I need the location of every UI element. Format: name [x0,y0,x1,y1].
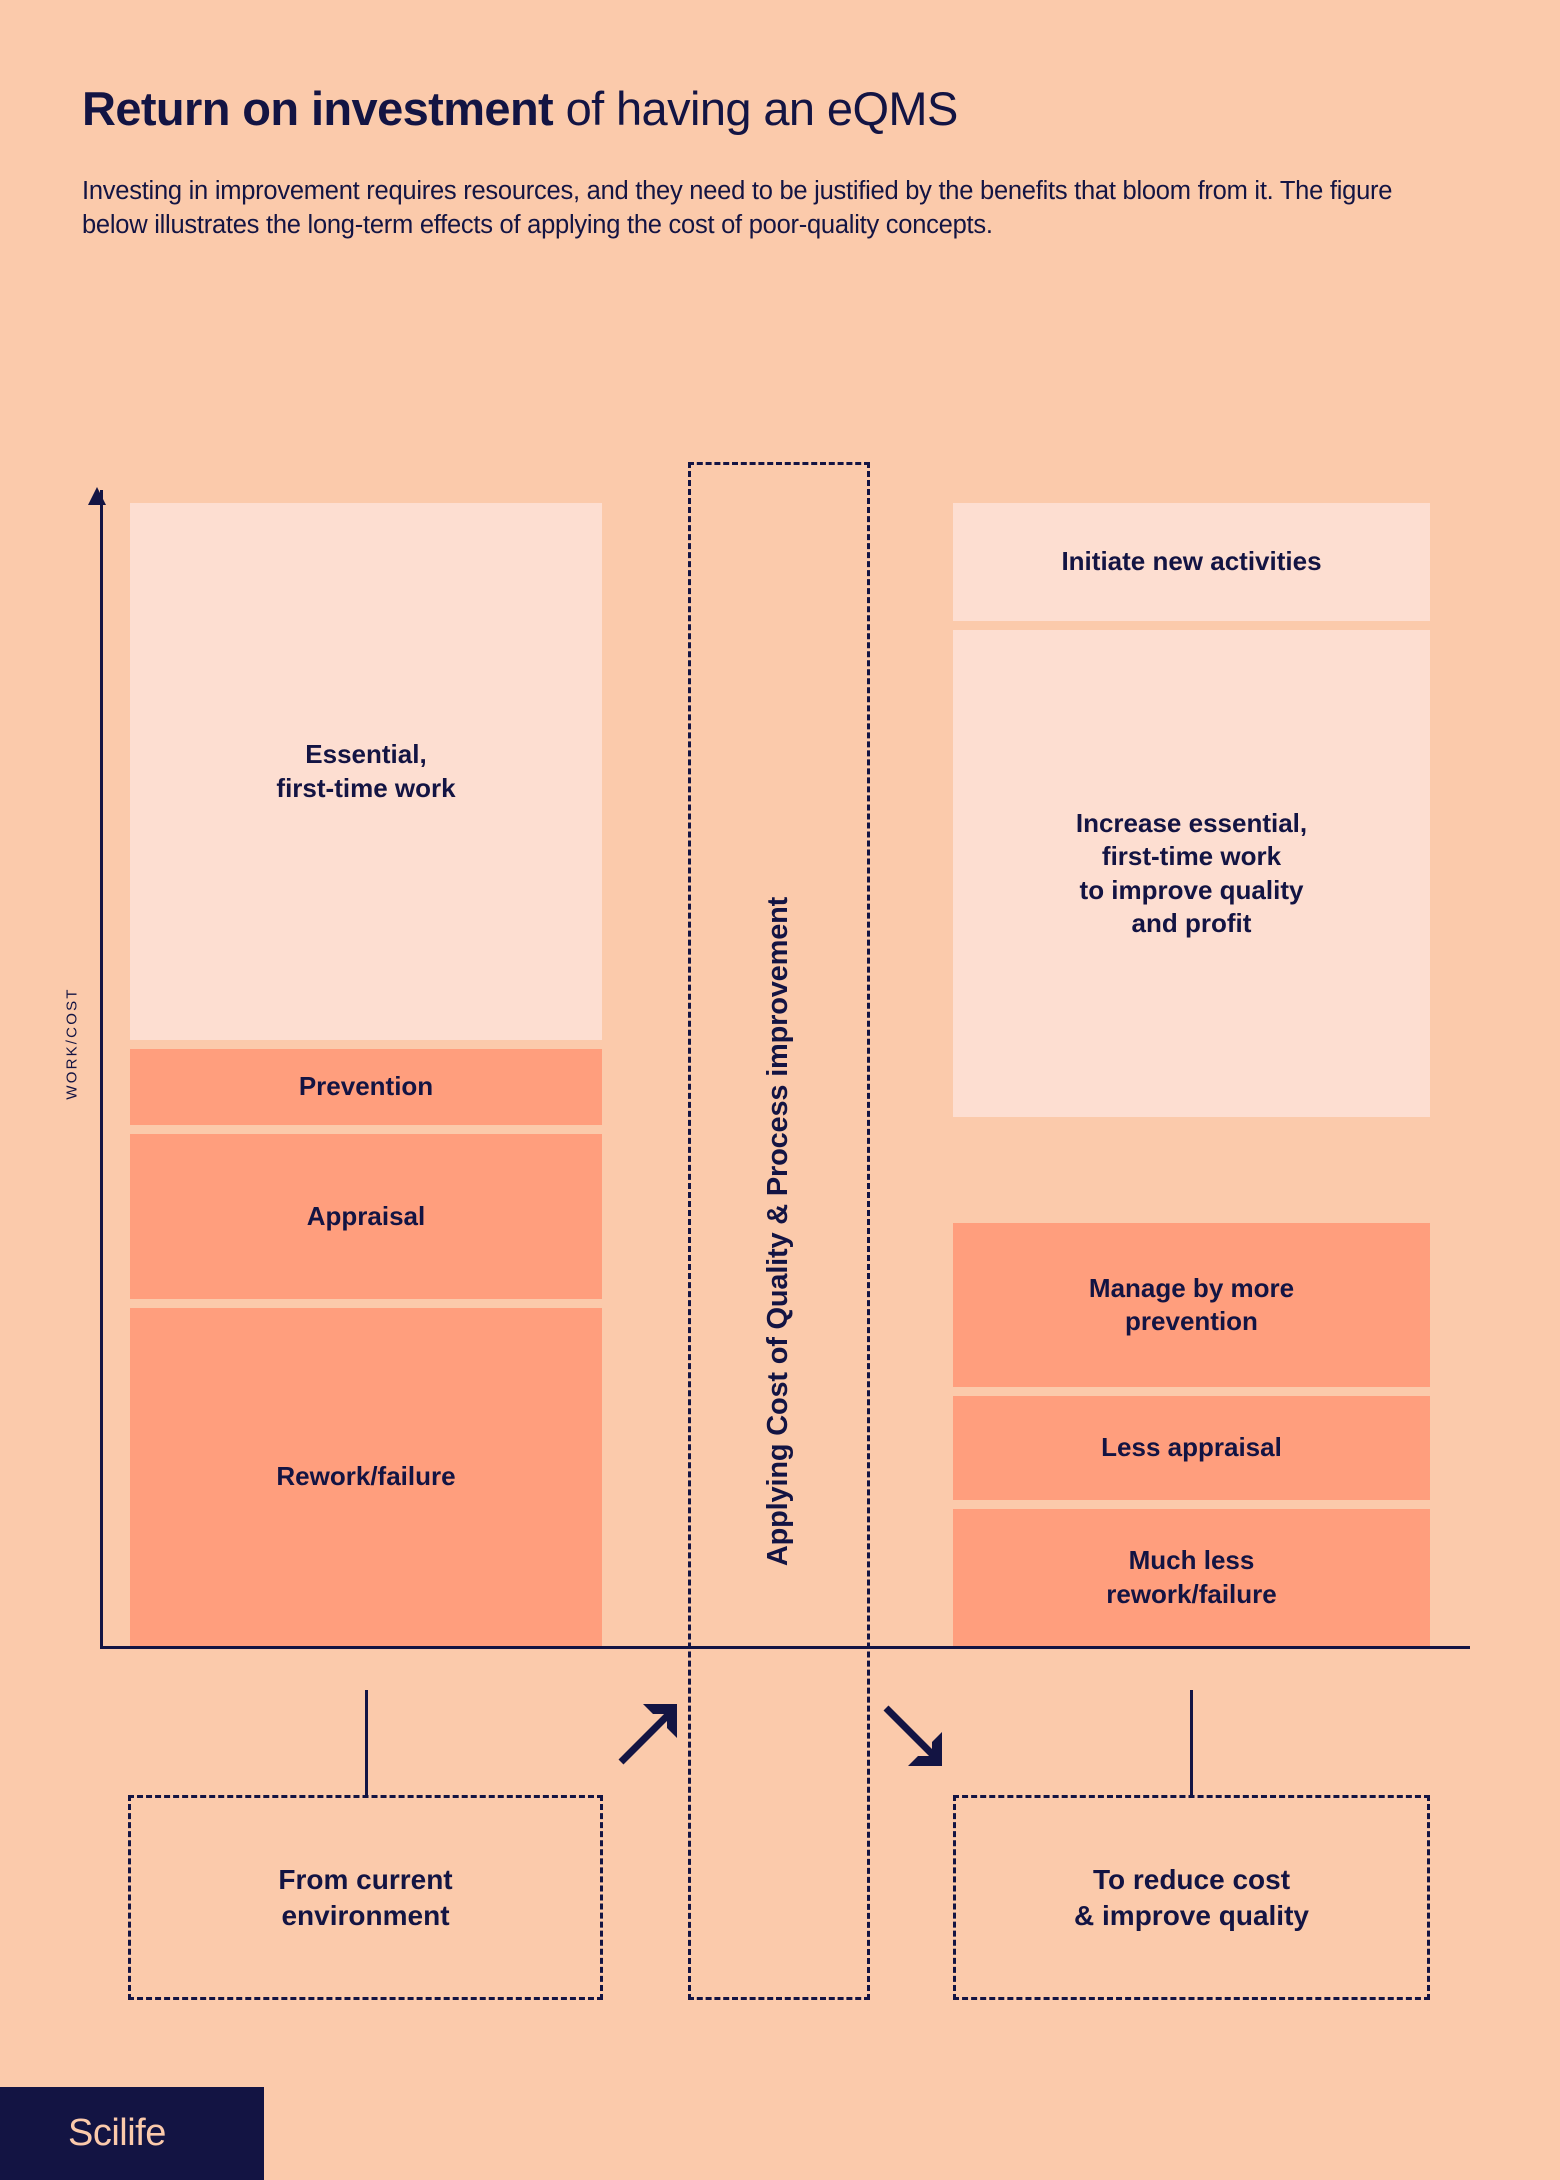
callout-to-reduce-cost: To reduce cost & improve quality [953,1795,1430,2000]
bar-segment-increase-essential-work: Increase essential, first-time work to i… [953,630,1430,1117]
bar-segment-essential-first-time-work: Essential, first-time work [130,503,602,1040]
arrow-down-right-icon [883,1705,942,1766]
page-subtitle: Investing in improvement requires resour… [82,177,1393,240]
left-stacked-bar: Essential, first-time work Prevention Ap… [130,503,602,1646]
process-improvement-column: Applying Cost of Quality & Process impro… [688,462,870,2000]
right-stacked-bar: Initiate new activities Increase essenti… [953,503,1430,1646]
arrow-up-right-icon [618,1704,677,1765]
bar-segment-manage-by-more-prevention: Manage by more prevention [953,1223,1430,1387]
tick-left [365,1690,368,1797]
bar-segment-less-appraisal: Less appraisal [953,1396,1430,1500]
scilife-logo-text: Scilife [68,2112,166,2154]
axis-arrow-icon [88,487,106,505]
bar-segment-much-less-rework-failure: Much less rework/failure [953,1509,1430,1646]
bar-segment-rework-failure: Rework/failure [130,1308,602,1646]
tick-right [1190,1690,1193,1797]
scilife-logo: Scilife [0,2087,264,2180]
y-axis-label: WORK/COST [63,987,81,1100]
process-improvement-label: Applying Cost of Quality & Process impro… [762,896,795,1566]
page-title-rest: of having an eQMS [553,82,959,135]
page-title-strong: Return on investment [82,82,554,135]
x-axis [100,1646,1470,1649]
bar-segment-appraisal: Appraisal [130,1134,602,1299]
page-title: Return on investment of having an eQMS [82,82,1472,136]
bar-segment-initiate-new-activities: Initiate new activities [953,503,1430,621]
y-axis [100,490,103,1648]
bar-segment-prevention: Prevention [130,1049,602,1125]
header: Return on investment of having an eQMS I… [82,82,1472,242]
callout-from-current-environment: From current environment [128,1795,603,2000]
